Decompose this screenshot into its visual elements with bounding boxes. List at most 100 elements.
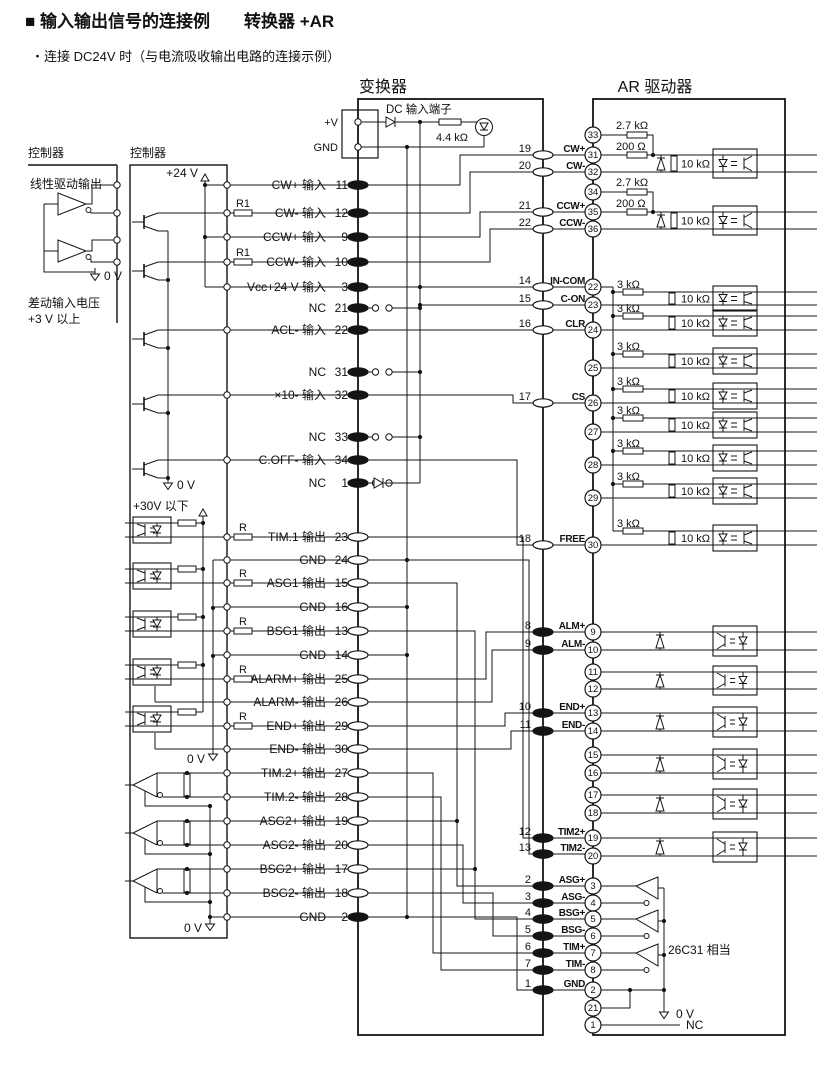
connector-pin	[584, 786, 602, 804]
inverter-bubble-icon	[85, 207, 92, 213]
wire	[157, 772, 593, 954]
pin-number: 36	[588, 224, 599, 235]
wire	[86, 184, 117, 205]
pin-oval-filled	[532, 849, 554, 859]
inverter-bubble-icon	[157, 840, 163, 846]
terminal-circle	[371, 433, 380, 441]
connector-pin	[584, 183, 602, 201]
signal-label: TIM2-	[560, 843, 585, 854]
output-signal-label: ASG2+ 输出	[260, 813, 326, 828]
resistor-label: 3 kΩ	[617, 279, 640, 291]
pin-oval-filled	[347, 390, 369, 400]
input-signal-label: CW+ 输入	[272, 177, 326, 192]
pin-oval	[532, 300, 554, 310]
pin-oval-filled	[532, 833, 554, 843]
output-signal-label: GND	[299, 600, 326, 614]
pin-number: 11	[520, 719, 531, 731]
pin-number: 14	[335, 648, 349, 662]
pin-oval-filled	[347, 432, 369, 442]
pin-oval-filled	[347, 282, 369, 292]
pin-number: 8	[525, 620, 531, 632]
page-subtitle: ・连接 DC24V 时（与电流吸收输出电路的连接示例）	[31, 49, 340, 64]
resistor-label: 10 kΩ	[681, 159, 710, 171]
connector-pin	[584, 423, 602, 441]
pin-number: 33	[588, 130, 599, 141]
wire	[136, 532, 146, 537]
resistor	[177, 613, 197, 621]
connector-pin	[584, 764, 602, 782]
pin-oval-filled	[532, 881, 554, 891]
series-resistor-label: R	[239, 568, 247, 580]
resistor	[668, 292, 676, 305]
pin-number: 15	[519, 293, 531, 305]
pin-number: 19	[335, 814, 349, 828]
pin-number: 2	[525, 874, 531, 886]
connector-pin	[584, 536, 602, 554]
pin-number: 20	[335, 838, 349, 852]
resistor-label: 3 kΩ	[617, 376, 640, 388]
optocoupler-icon	[712, 477, 758, 505]
zener-diode-icon	[655, 839, 665, 855]
pin-number: 5	[590, 914, 595, 925]
terminal-circle	[223, 841, 231, 849]
terminal-circle	[223, 675, 231, 683]
driver-title: AR 驱动器	[618, 78, 693, 96]
resistor-label: 10 kΩ	[681, 391, 710, 403]
wire	[143, 225, 159, 232]
pin-number: 10	[519, 701, 531, 713]
wire	[143, 261, 159, 268]
optocoupler-icon	[712, 665, 758, 696]
led-icon	[718, 533, 728, 543]
pin-number: 32	[335, 388, 349, 402]
pin-number: 17	[588, 790, 599, 801]
optocoupler-icon	[712, 382, 758, 410]
resistor	[626, 131, 648, 139]
pin-number: 16	[519, 318, 531, 330]
input-signal-label: NC	[309, 365, 327, 379]
connector-pin	[584, 126, 602, 144]
wire	[716, 724, 726, 731]
wire	[143, 329, 159, 336]
line-driver-icon	[57, 239, 88, 263]
ground-icon	[204, 923, 216, 932]
optocoupler-icon	[712, 706, 758, 738]
pin-oval	[532, 540, 554, 550]
pin-oval-filled	[347, 325, 369, 335]
terminal-circle	[385, 304, 393, 312]
input-signal-label: Vcc+24 V 输入	[247, 279, 326, 294]
pin-oval-filled	[532, 898, 554, 908]
connector-pin	[584, 877, 602, 895]
signal-label: BSG-	[561, 925, 585, 936]
terminal-circle	[223, 865, 231, 873]
controller-box	[129, 164, 228, 939]
pin-number: 18	[519, 533, 531, 545]
pin-number: 14	[588, 726, 599, 737]
series-resistor-label: R	[239, 522, 247, 534]
led-icon	[738, 636, 748, 646]
pin-number: 7	[590, 948, 595, 959]
ground-icon	[162, 482, 174, 491]
pin-number: 13	[335, 624, 349, 638]
wire	[90, 212, 117, 214]
gnd-label: 0 V	[177, 478, 195, 492]
terminal-circle	[223, 913, 231, 921]
pin-oval	[532, 150, 554, 160]
pin-number: 12	[588, 684, 599, 695]
junction-dot	[417, 302, 423, 308]
resistor	[183, 821, 191, 845]
pin-number: 29	[588, 493, 599, 504]
wire	[716, 713, 726, 720]
connector-pin	[584, 910, 602, 928]
connector-pin	[584, 163, 602, 181]
resistor	[183, 773, 191, 797]
wire	[743, 325, 753, 330]
junction-dot	[404, 652, 410, 658]
wire	[743, 316, 753, 321]
pin-oval-filled	[347, 208, 369, 218]
terminal-circle	[223, 456, 231, 464]
wire	[743, 531, 753, 536]
junction-dot	[417, 434, 423, 440]
wire	[716, 806, 726, 813]
connector-pin	[584, 829, 602, 847]
output-signal-label: GND	[299, 910, 326, 924]
